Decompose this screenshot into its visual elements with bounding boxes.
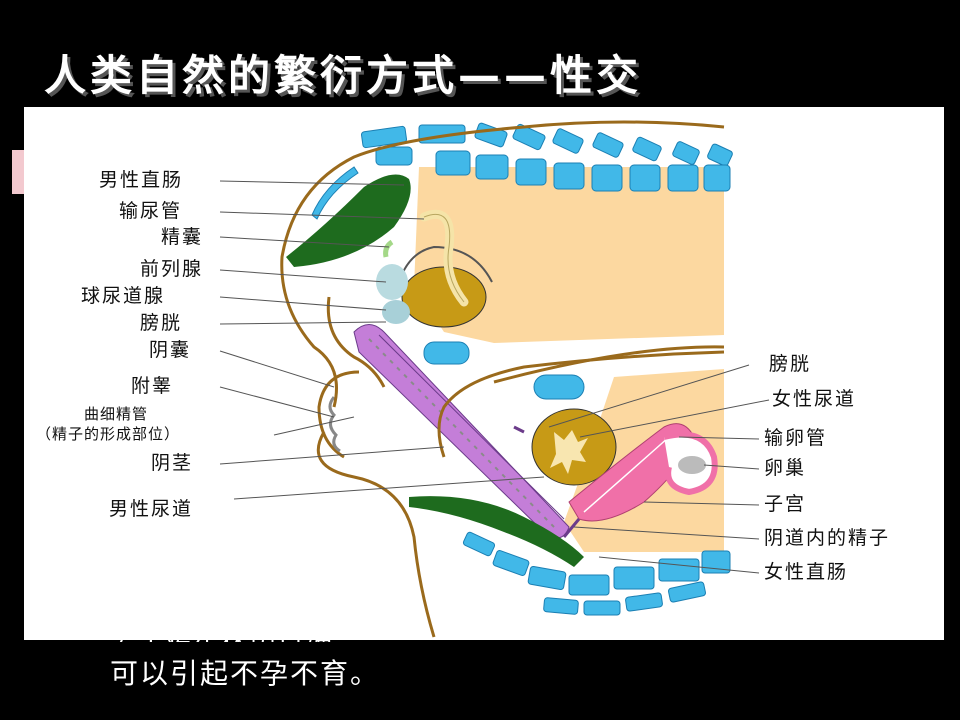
label-bulbourethral-gland: 球尿道腺 xyxy=(81,285,166,307)
slide-body-text: 可以引起不孕不育。 xyxy=(110,657,381,690)
label-male-bladder: 膀胱 xyxy=(140,312,183,334)
label-epididymis: 附睾 xyxy=(131,375,174,397)
prostate xyxy=(376,264,408,300)
label-scrotum: 阴囊 xyxy=(149,339,192,361)
label-sperm-formation-site: （精子的形成部位） xyxy=(36,425,181,443)
label-seminiferous-tubule: 曲细精管 xyxy=(84,405,149,423)
label-female-bladder: 膀胱 xyxy=(769,353,812,375)
label-uterus: 子宫 xyxy=(764,493,807,515)
label-sperm-in-vagina: 阴道内的精子 xyxy=(764,527,891,549)
male-spine xyxy=(311,122,733,365)
female-rectum xyxy=(409,496,584,567)
label-penis: 阴茎 xyxy=(151,452,194,474)
anatomy-diagram: 男性直肠 输尿管 精囊 前列腺 球尿道腺 膀胱 阴囊 附睾 曲细精管 （精子的形… xyxy=(24,107,944,640)
label-seminal-vesicle: 精囊 xyxy=(161,226,204,248)
decorative-bar xyxy=(12,150,26,194)
label-male-rectum: 男性直肠 xyxy=(99,169,184,191)
label-female-rectum: 女性直肠 xyxy=(764,561,849,583)
label-ureter: 输尿管 xyxy=(119,200,183,222)
male-pelvis-flesh xyxy=(414,167,724,343)
epididymis xyxy=(328,396,341,453)
female-spine xyxy=(462,374,731,616)
bulbourethral-gland xyxy=(382,300,410,324)
scrotum-outline xyxy=(317,370,360,459)
ovary xyxy=(678,456,706,474)
male-rectum xyxy=(286,174,411,267)
label-female-urethra: 女性尿道 xyxy=(772,388,857,410)
slide-body-text-partial-content: 若干疾生体内已确 xyxy=(110,626,334,642)
male-bladder xyxy=(401,266,487,328)
label-male-urethra: 男性尿道 xyxy=(109,498,194,520)
slide-title: 人类自然的繁衍方式——性交 xyxy=(44,51,643,100)
label-fallopian-tube: 输卵管 xyxy=(764,427,828,449)
slide-body-text-partial: 若干疾生体内已确 xyxy=(110,620,410,642)
anatomy-illustration xyxy=(219,120,770,638)
label-prostate: 前列腺 xyxy=(140,258,204,280)
label-ovary: 卵巢 xyxy=(764,457,807,479)
vagina xyxy=(562,518,581,538)
